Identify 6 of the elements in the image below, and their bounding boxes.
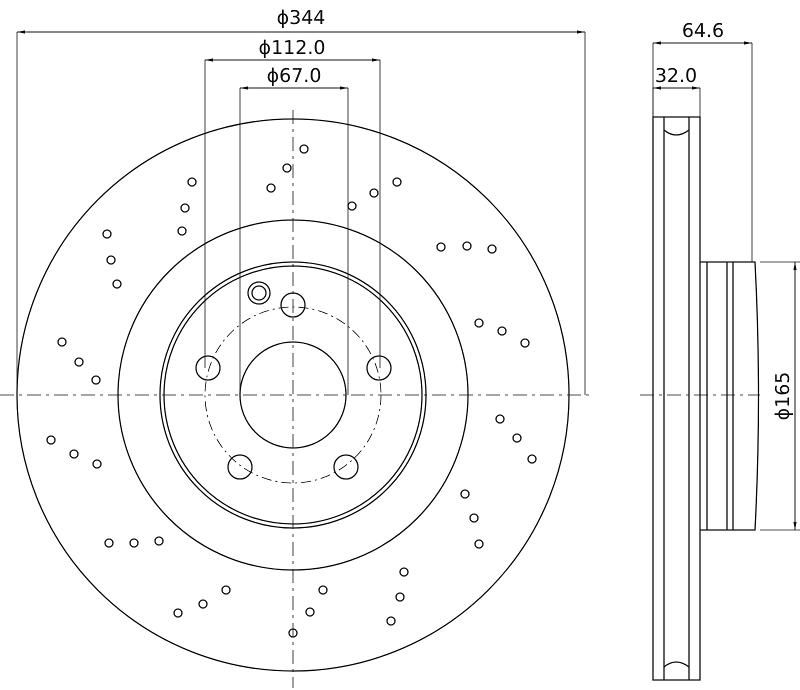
dimension-label: ϕ67.0	[266, 65, 322, 87]
dimension-label: 64.6	[682, 20, 724, 42]
dimension-label: ϕ165	[772, 372, 794, 420]
dimension-label: 32.0	[654, 65, 698, 87]
dimension-label: ϕ344	[276, 7, 326, 29]
dimension-label: ϕ112.0	[258, 37, 326, 59]
